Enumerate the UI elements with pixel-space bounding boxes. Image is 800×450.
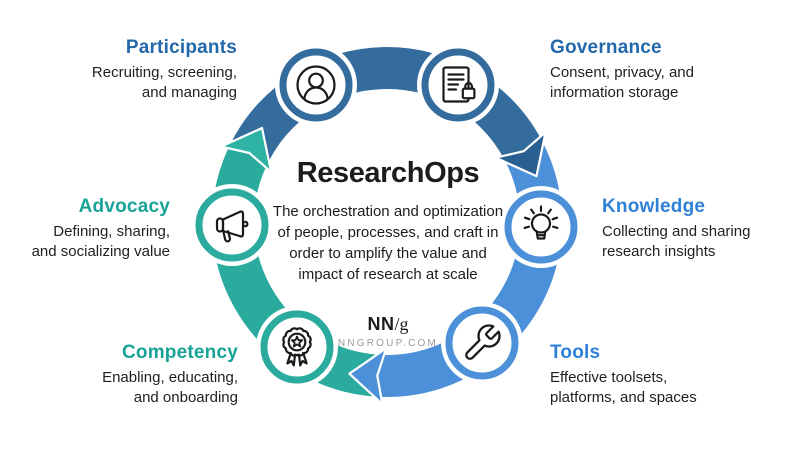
nngroup-url: NNGROUP.COM xyxy=(337,338,439,349)
arrow-tools-to-competency-icon xyxy=(348,347,388,406)
diagram-title: ResearchOps xyxy=(296,157,480,189)
center-text: ResearchOps The orchestration and optimi… xyxy=(240,156,536,285)
document-lock-icon xyxy=(442,66,476,103)
label-block-advocacy: Advocacy Defining, sharing, and socializ… xyxy=(32,196,170,261)
nng-logo: NN/g xyxy=(367,314,409,334)
label-block-governance: Governance Consent, privacy, and informa… xyxy=(550,37,694,102)
label-block-knowledge: Knowledge Collecting and sharing researc… xyxy=(602,196,750,261)
node-ring xyxy=(260,310,334,384)
label-block-tools: Tools Effective toolsets, platforms, and… xyxy=(550,342,697,407)
tools-description: Effective toolsets, platforms, and space… xyxy=(550,369,697,406)
wrench-icon xyxy=(465,324,501,360)
label-block-competency: Competency Enabling, educating, and onbo… xyxy=(102,342,238,407)
tools-title: Tools xyxy=(550,342,601,363)
node-ring xyxy=(195,188,269,262)
node-tools xyxy=(441,302,523,384)
nng-brand: NN/g NNGROUP.COM xyxy=(240,314,536,349)
participants-title: Participants xyxy=(125,37,237,58)
advocacy-description: Defining, sharing, and socializing value xyxy=(31,223,170,260)
node-competency xyxy=(256,306,338,388)
competency-description: Enabling, educating, and onboarding xyxy=(102,369,238,406)
competency-title: Competency xyxy=(121,342,238,363)
node-ring xyxy=(279,48,353,122)
governance-description: Consent, privacy, and information storag… xyxy=(550,64,694,101)
node-ring xyxy=(504,190,578,264)
arc-top-steel-blue xyxy=(231,47,543,162)
knowledge-title: Knowledge xyxy=(602,196,706,217)
megaphone-icon xyxy=(215,210,249,243)
award-ribbon-icon xyxy=(282,327,312,367)
arrow-advocacy-to-participants-icon xyxy=(220,126,273,174)
diagram-description: The orchestration and optimization of pe… xyxy=(272,203,504,283)
advocacy-title: Advocacy xyxy=(78,196,170,217)
knowledge-description: Collecting and sharing research insights xyxy=(602,223,751,260)
label-block-participants: Participants Recruiting, screening, and … xyxy=(92,37,237,102)
person-icon xyxy=(296,65,336,105)
flow-arrows xyxy=(220,126,547,406)
node-governance xyxy=(417,44,499,126)
node-ring xyxy=(445,306,519,380)
node-advocacy xyxy=(191,184,273,266)
arrow-governance-to-knowledge-icon xyxy=(494,131,547,178)
node-knowledge xyxy=(500,186,582,268)
lightbulb-icon xyxy=(523,205,559,240)
governance-title: Governance xyxy=(550,37,662,58)
participants-description: Recruiting, screening, and managing xyxy=(91,64,237,101)
node-participants xyxy=(275,44,357,126)
